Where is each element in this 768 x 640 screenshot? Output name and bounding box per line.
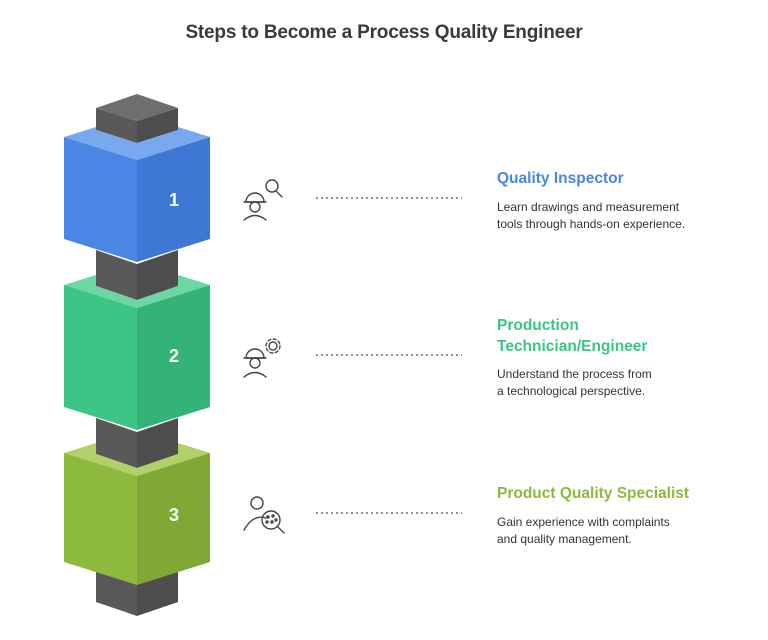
step-2-block: 2 bbox=[64, 275, 210, 430]
step-2-desc-line: a technological perspective. bbox=[497, 384, 646, 398]
step-1-desc-line: Learn drawings and measurement bbox=[497, 200, 680, 214]
step-3-description: Gain experience with complaints and qual… bbox=[497, 514, 737, 548]
step-3-block: 3 bbox=[64, 443, 210, 585]
step-3-number: 3 bbox=[169, 505, 179, 525]
step-3-desc-line: and quality management. bbox=[497, 532, 632, 546]
step-1-description: Learn drawings and measurement tools thr… bbox=[497, 199, 737, 233]
step-3-desc-line: Gain experience with complaints bbox=[497, 515, 670, 529]
step-2-number: 2 bbox=[169, 346, 179, 366]
step-3-heading: Product Quality Specialist bbox=[497, 485, 690, 502]
step-1-block: 1 bbox=[64, 127, 210, 262]
step-1-heading: Quality Inspector bbox=[497, 170, 624, 187]
engineer-search-icon bbox=[243, 179, 283, 221]
step-2-heading: Production Technician/Engineer bbox=[497, 315, 647, 357]
step-2-description: Understand the process from a technologi… bbox=[497, 366, 737, 400]
step-1-desc-line: tools through hands-on experience. bbox=[497, 217, 686, 231]
step-1-number: 1 bbox=[169, 190, 179, 210]
step-2-desc-line: Understand the process from bbox=[497, 367, 652, 381]
person-inspect-icon bbox=[243, 496, 285, 534]
step-2-heading-line: Technician/Engineer bbox=[497, 338, 648, 355]
page-title: Steps to Become a Process Quality Engine… bbox=[185, 22, 583, 43]
engineer-gear-icon bbox=[243, 338, 281, 378]
step-2-heading-line: Production bbox=[497, 317, 579, 334]
